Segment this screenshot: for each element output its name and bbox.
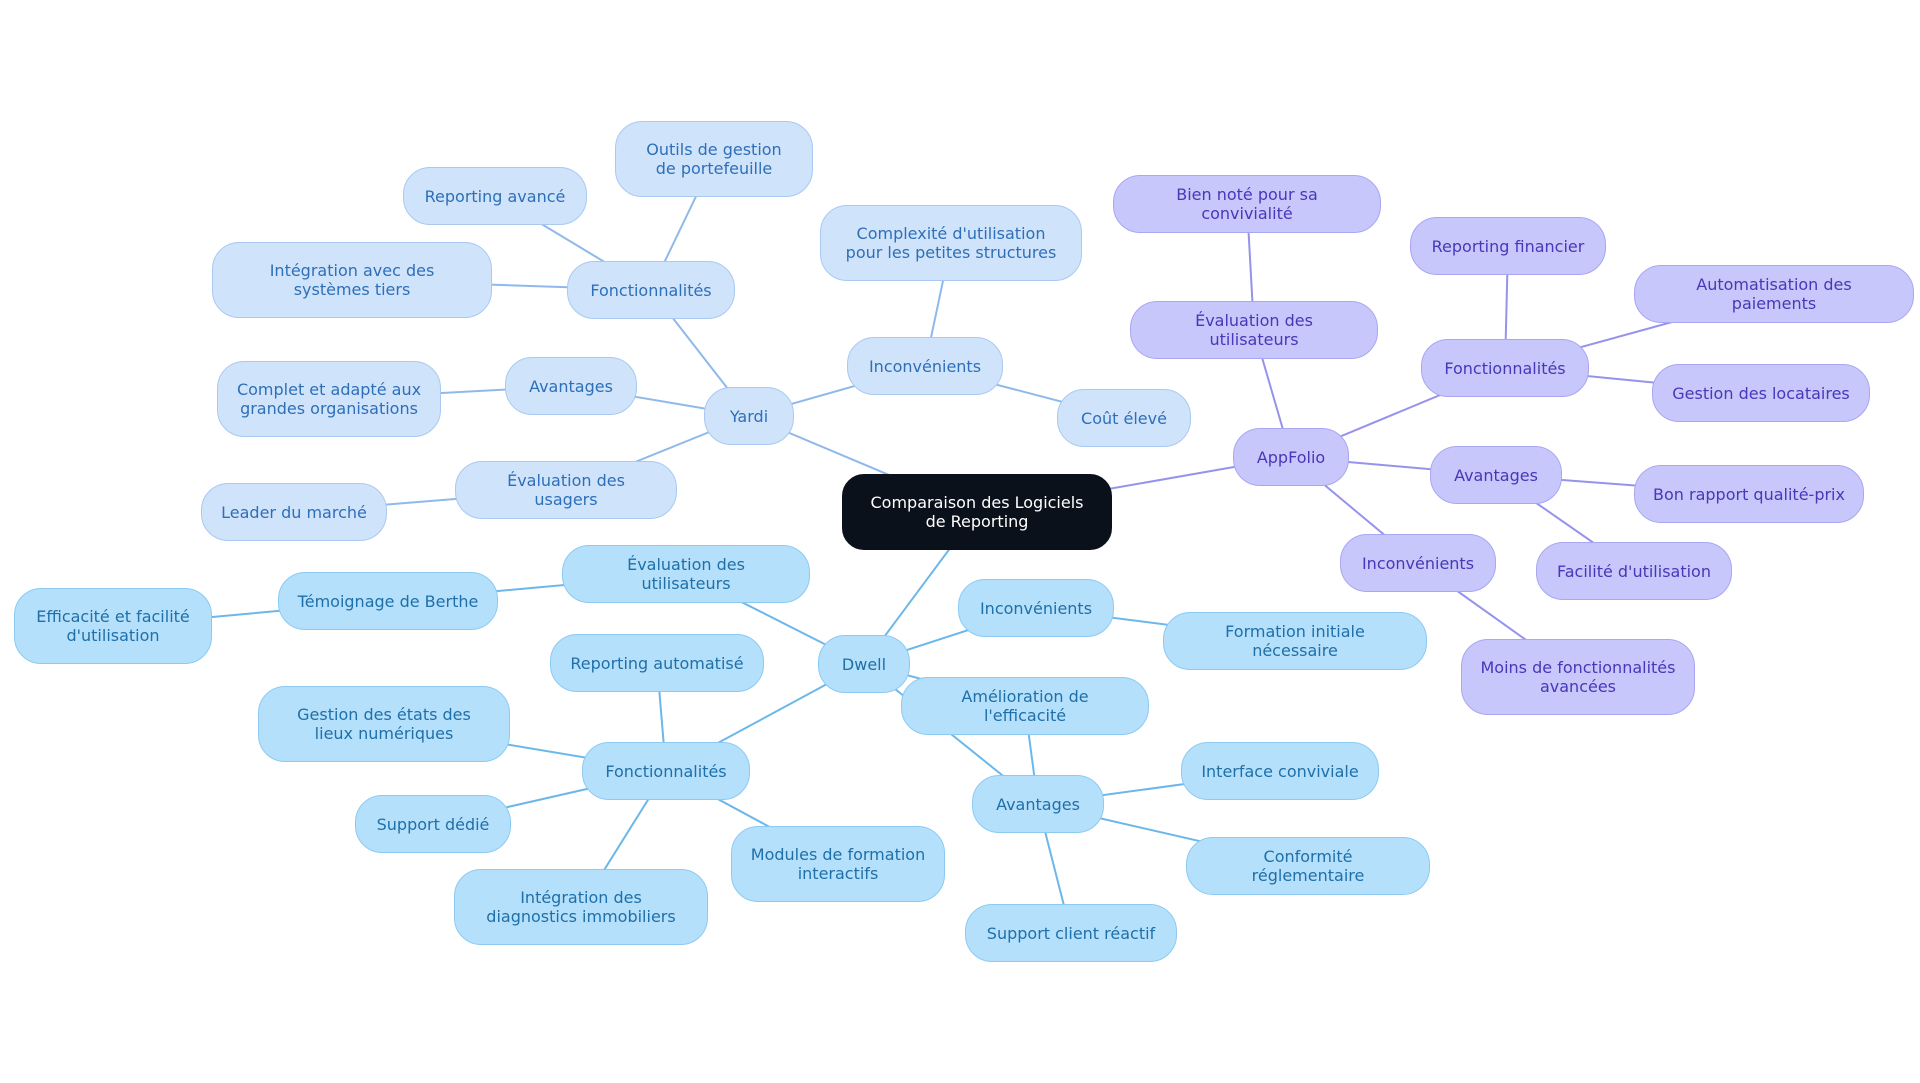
node-dwell: Dwell: [818, 635, 910, 693]
node-label: Évaluation des utilisateurs: [1195, 311, 1313, 349]
node-label: Intégration avec des systèmes tiers: [269, 261, 435, 299]
node-a-facilite: Facilité d'utilisation: [1536, 542, 1732, 600]
node-a-moins: Moins de fonctionnalités avancées: [1461, 639, 1695, 715]
node-label: Gestion des états des lieux numériques: [297, 705, 471, 743]
node-a-avantages: Avantages: [1430, 446, 1562, 504]
node-label: AppFolio: [1256, 447, 1326, 467]
node-label: Complexité d'utilisation pour les petite…: [845, 224, 1057, 262]
node-yardi: Yardi: [704, 387, 794, 445]
node-d-reporting: Reporting automatisé: [550, 634, 764, 692]
node-label: Inconvénients: [1361, 553, 1475, 573]
node-d-etats: Gestion des états des lieux numériques: [258, 686, 510, 762]
node-label: Automatisation des paiements: [1696, 275, 1852, 313]
node-a-reporting: Reporting financier: [1410, 217, 1606, 275]
node-label: Bien noté pour sa convivialité: [1176, 185, 1318, 223]
node-label: Reporting financier: [1431, 236, 1585, 256]
node-d-diag: Intégration des diagnostics immobiliers: [454, 869, 708, 945]
node-d-temoignage: Témoignage de Berthe: [278, 572, 498, 630]
node-a-gestion: Gestion des locataires: [1652, 364, 1870, 422]
node-label: Efficacité et facilité d'utilisation: [36, 607, 190, 645]
node-d-fonct: Fonctionnalités: [582, 742, 750, 800]
node-label: Avantages: [996, 794, 1080, 814]
node-d-amelioration: Amélioration de l'efficacité: [901, 677, 1149, 735]
node-label: Avantages: [529, 376, 613, 396]
node-y-complet: Complet et adapté aux grandes organisati…: [217, 361, 441, 437]
node-label: Gestion des locataires: [1672, 383, 1850, 403]
node-a-fonct: Fonctionnalités: [1421, 339, 1589, 397]
node-d-formation: Formation initiale nécessaire: [1163, 612, 1427, 670]
node-y-outils: Outils de gestion de portefeuille: [615, 121, 813, 197]
node-label: Comparaison des Logiciels de Reporting: [870, 493, 1084, 531]
node-label: Moins de fonctionnalités avancées: [1480, 658, 1676, 696]
node-label: Évaluation des usagers: [507, 471, 625, 509]
node-label: Coût élevé: [1081, 408, 1167, 428]
node-a-auto: Automatisation des paiements: [1634, 265, 1914, 323]
node-a-rapport: Bon rapport qualité-prix: [1634, 465, 1864, 523]
node-label: Complet et adapté aux grandes organisati…: [236, 380, 422, 418]
node-root: Comparaison des Logiciels de Reporting: [842, 474, 1112, 550]
node-label: Outils de gestion de portefeuille: [646, 140, 782, 178]
node-label: Dwell: [841, 654, 887, 674]
node-label: Interface conviviale: [1201, 761, 1359, 781]
node-label: Formation initiale nécessaire: [1225, 622, 1365, 660]
node-label: Fonctionnalités: [605, 761, 727, 781]
node-y-integration: Intégration avec des systèmes tiers: [212, 242, 492, 318]
node-label: Conformité réglementaire: [1251, 847, 1365, 885]
node-a-bien: Bien noté pour sa convivialité: [1113, 175, 1381, 233]
node-d-support: Support dédié: [355, 795, 511, 853]
node-label: Reporting avancé: [424, 186, 566, 206]
node-d-inconv: Inconvénients: [958, 579, 1114, 637]
node-label: Amélioration de l'efficacité: [961, 687, 1089, 725]
node-label: Fonctionnalités: [1444, 358, 1566, 378]
node-label: Inconvénients: [979, 598, 1093, 618]
node-y-complexite: Complexité d'utilisation pour les petite…: [820, 205, 1082, 281]
node-y-cout: Coût élevé: [1057, 389, 1191, 447]
node-label: Bon rapport qualité-prix: [1653, 484, 1845, 504]
node-d-eval: Évaluation des utilisateurs: [562, 545, 810, 603]
node-label: Yardi: [729, 406, 769, 426]
node-appfolio: AppFolio: [1233, 428, 1349, 486]
node-label: Évaluation des utilisateurs: [627, 555, 745, 593]
node-y-fonct: Fonctionnalités: [567, 261, 735, 319]
node-d-conformite: Conformité réglementaire: [1186, 837, 1430, 895]
node-y-reporting: Reporting avancé: [403, 167, 587, 225]
node-d-interface: Interface conviviale: [1181, 742, 1379, 800]
node-label: Support client réactif: [986, 923, 1156, 943]
node-label: Reporting automatisé: [570, 653, 744, 673]
node-a-inconv: Inconvénients: [1340, 534, 1496, 592]
node-d-avantages: Avantages: [972, 775, 1104, 833]
node-label: Inconvénients: [868, 356, 982, 376]
node-y-inconv: Inconvénients: [847, 337, 1003, 395]
node-label: Témoignage de Berthe: [297, 591, 479, 611]
node-d-efficacite: Efficacité et facilité d'utilisation: [14, 588, 212, 664]
node-label: Facilité d'utilisation: [1557, 561, 1711, 581]
node-y-eval: Évaluation des usagers: [455, 461, 677, 519]
node-label: Support dédié: [376, 814, 490, 834]
node-label: Leader du marché: [221, 502, 367, 522]
node-label: Avantages: [1454, 465, 1538, 485]
node-y-leader: Leader du marché: [201, 483, 387, 541]
node-a-eval: Évaluation des utilisateurs: [1130, 301, 1378, 359]
node-d-supportclient: Support client réactif: [965, 904, 1177, 962]
node-d-modules: Modules de formation interactifs: [731, 826, 945, 902]
node-label: Intégration des diagnostics immobiliers: [486, 888, 676, 926]
node-label: Fonctionnalités: [590, 280, 712, 300]
node-label: Modules de formation interactifs: [750, 845, 926, 883]
node-y-avantages: Avantages: [505, 357, 637, 415]
